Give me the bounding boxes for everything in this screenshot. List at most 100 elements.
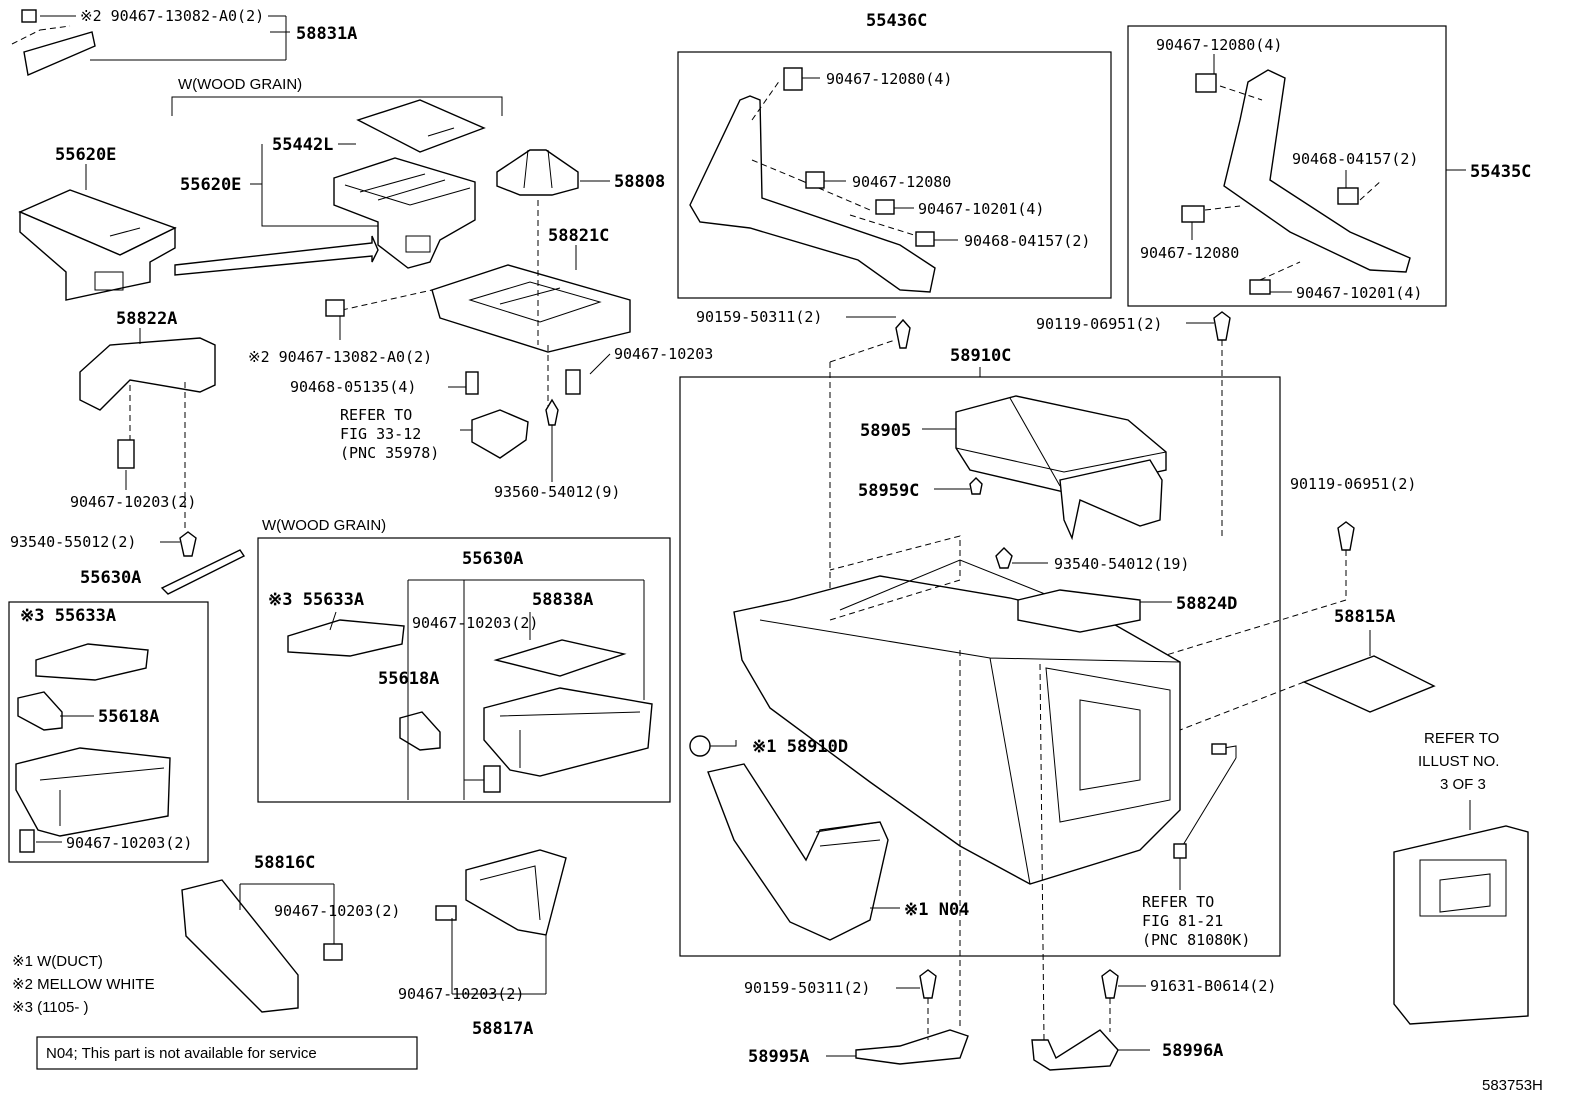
label-55633a-wood: ※3 55633A: [268, 590, 364, 610]
clip-90467-13082-mid: [325, 299, 345, 317]
part-55618a-wood: [399, 711, 441, 751]
label-90467-13082-mid: ※2 90467-13082-A0(2): [248, 348, 432, 366]
label-90467-10201-4b: 90467-10201(4): [1296, 284, 1422, 302]
part-fig33-12: [471, 409, 529, 459]
label-58821c: 58821C: [548, 226, 609, 246]
part-58995a: [855, 1029, 969, 1065]
part-wire-81080k: [1179, 745, 1237, 851]
clip-58959c: [969, 477, 983, 495]
clip-90467-12080-c: [1195, 73, 1217, 93]
label-58815a: 58815A: [1334, 607, 1395, 627]
frame-wood-grain-55630a: [257, 537, 671, 803]
label-90467-10201-4a: 90467-10201(4): [918, 200, 1044, 218]
part-rear-console-panel: [1393, 825, 1529, 1025]
label-58808: 58808: [614, 172, 665, 192]
part-58822a: [79, 337, 216, 411]
part-55618a-left: [17, 691, 63, 731]
part-55633a-wood: [287, 619, 405, 657]
part-58824d: [1017, 589, 1141, 633]
label-90119-06951-right: 90119-06951(2): [1290, 475, 1416, 493]
label-91631-b0614: 91631-B0614(2): [1150, 977, 1276, 995]
label-90467-10203-2e: 90467-10203(2): [398, 985, 524, 1003]
clip-90468-04157-b: [1337, 187, 1359, 205]
label-58816c: 58816C: [254, 853, 315, 873]
bolt-90119-06951-top: [1213, 311, 1231, 341]
label-90468-04157-2a: 90468-04157(2): [964, 232, 1090, 250]
bracket-58910c: [979, 367, 1280, 378]
label-90119-06951-top: 90119-06951(2): [1036, 315, 1162, 333]
label-90467-12080-4b: 90467-12080(4): [1156, 36, 1282, 54]
arrow-assembly: [174, 235, 379, 276]
label-90467-12080-a: 90467-12080: [852, 173, 951, 191]
label-58910d: ※1 58910D: [752, 737, 848, 757]
part-55633a-left: [35, 643, 149, 681]
clip-90467-10201-b: [1249, 279, 1271, 295]
clip-90468-05135: [465, 371, 479, 395]
label-n04: ※1 N04: [904, 900, 969, 920]
label-55630a-left: 55630A: [80, 568, 141, 588]
bolt-90159-50311-top: [895, 318, 911, 349]
label-55630a-wood: 55630A: [462, 549, 523, 569]
part-armrest-hinge: [1059, 459, 1163, 541]
label-pnc-81080k: (PNC 81080K): [1142, 931, 1250, 949]
label-90467-10203-2a: 90467-10203(2): [70, 493, 196, 511]
clip-90467-10203-c: [19, 829, 35, 853]
label-58824d: 58824D: [1176, 594, 1237, 614]
group-frames: [8, 25, 1447, 1070]
label-58910c: 58910C: [950, 346, 1011, 366]
label-90159-50311-top: 90159-50311(2): [696, 308, 822, 326]
arrow-55630a: [160, 549, 246, 595]
clip-90467-12080-b: [805, 171, 825, 189]
label-90468-05135: 90468-05135(4): [290, 378, 416, 396]
frame-55630a: [8, 601, 209, 863]
bolt-90119-06951-right: [1337, 521, 1355, 551]
label-58817a: 58817A: [472, 1019, 533, 1039]
part-58838a: [493, 639, 627, 677]
part-55620e-exploded: [333, 157, 476, 269]
label-illust-no: ILLUST NO.: [1418, 753, 1499, 770]
label-55618a-left: 55618A: [98, 707, 159, 727]
label-55442l: 55442L: [272, 135, 333, 155]
label-58995a: 58995A: [748, 1047, 809, 1067]
label-90467-12080-b: 90467-12080: [1140, 244, 1239, 262]
label-90467-10203-2b: 90467-10203(2): [66, 834, 192, 852]
label-93560-54012: 93560-54012(9): [494, 483, 620, 501]
part-58910c: [733, 575, 1181, 885]
bolt-91631-b0614: [1101, 969, 1119, 999]
clip-90467-10203-a: [565, 369, 581, 395]
note-n04: N04; This part is not available for serv…: [46, 1045, 317, 1062]
screw-93560-54012: [545, 398, 559, 426]
part-58817a: [465, 849, 567, 936]
label-55633a-left: ※3 55633A: [20, 606, 116, 626]
label-93540-55012: 93540-55012(2): [10, 533, 136, 551]
label-refer-to-1: REFER TO: [340, 406, 412, 424]
label-90467-10203-2c: 90467-10203(2): [412, 614, 538, 632]
label-90467-12080-4a: 90467-12080(4): [826, 70, 952, 88]
label-55435c: 55435C: [1470, 162, 1531, 182]
part-58808: [496, 149, 579, 196]
clip-90468-04157-a: [915, 231, 935, 247]
label-90159-50311-bottom: 90159-50311(2): [744, 979, 870, 997]
clip-90467-12080-a: [783, 67, 803, 91]
label-refer-to-3: REFER TO: [1424, 730, 1499, 747]
bracket-wood-grain-top: [171, 96, 503, 116]
label-55436c: 55436C: [866, 11, 927, 31]
label-fig-33-12: FIG 33-12: [340, 425, 421, 443]
frame-n04-note: [36, 1036, 418, 1070]
label-58831a: 58831A: [296, 24, 357, 44]
part-55436c: [689, 95, 936, 293]
part-storage-box-left: [15, 747, 171, 837]
bolt-90159-50311-bottom: [919, 969, 937, 999]
clip-90467-10203-e: [323, 943, 343, 961]
clip-90467-10203-f: [435, 905, 457, 921]
label-pnc-35978: (PNC 35978): [340, 444, 439, 462]
label-90467-10203: 90467-10203: [614, 345, 713, 363]
label-58905: 58905: [860, 421, 911, 441]
label-90468-04157-2b: 90468-04157(2): [1292, 150, 1418, 168]
frame-55436c: [677, 51, 1112, 299]
label-wood-grain-bottom: W(WOOD GRAIN): [262, 517, 386, 534]
label-58822a: 58822A: [116, 309, 177, 329]
footnote-3: ※3 (1105- ): [12, 999, 89, 1016]
screw-93540-54012: [995, 547, 1013, 569]
label-93540-54012-19: 93540-54012(19): [1054, 555, 1189, 573]
